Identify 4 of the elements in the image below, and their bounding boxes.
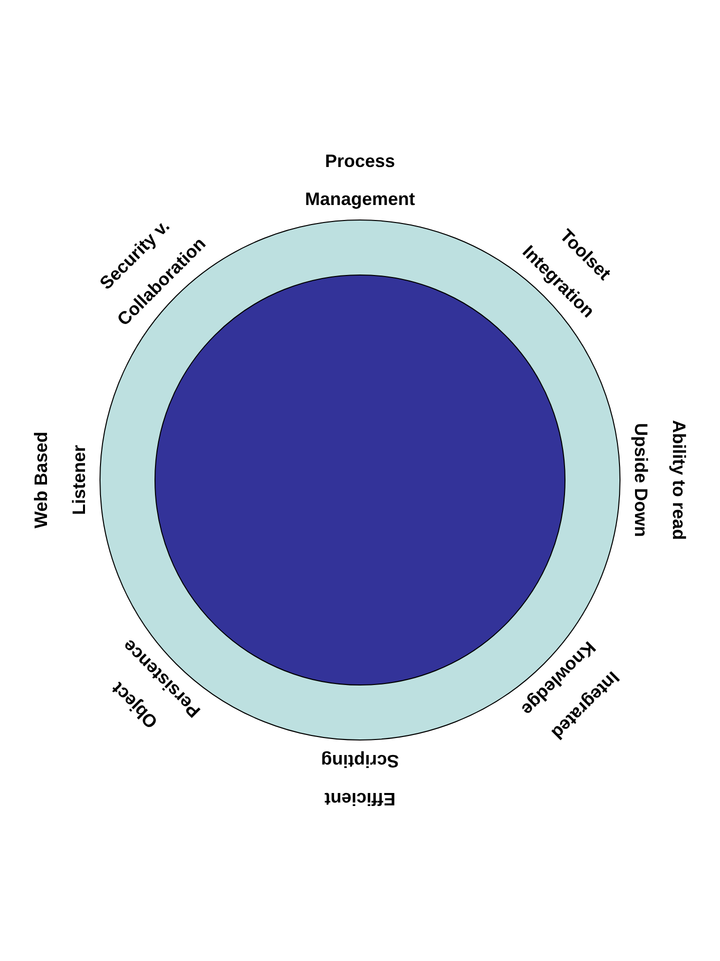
feature-label: Web Based Listener	[30, 430, 90, 530]
feature-label: Process Management	[304, 150, 416, 211]
feature-label: Efficient Scripting	[320, 750, 400, 811]
feature-label: Ability to read Upside Down	[630, 418, 690, 542]
